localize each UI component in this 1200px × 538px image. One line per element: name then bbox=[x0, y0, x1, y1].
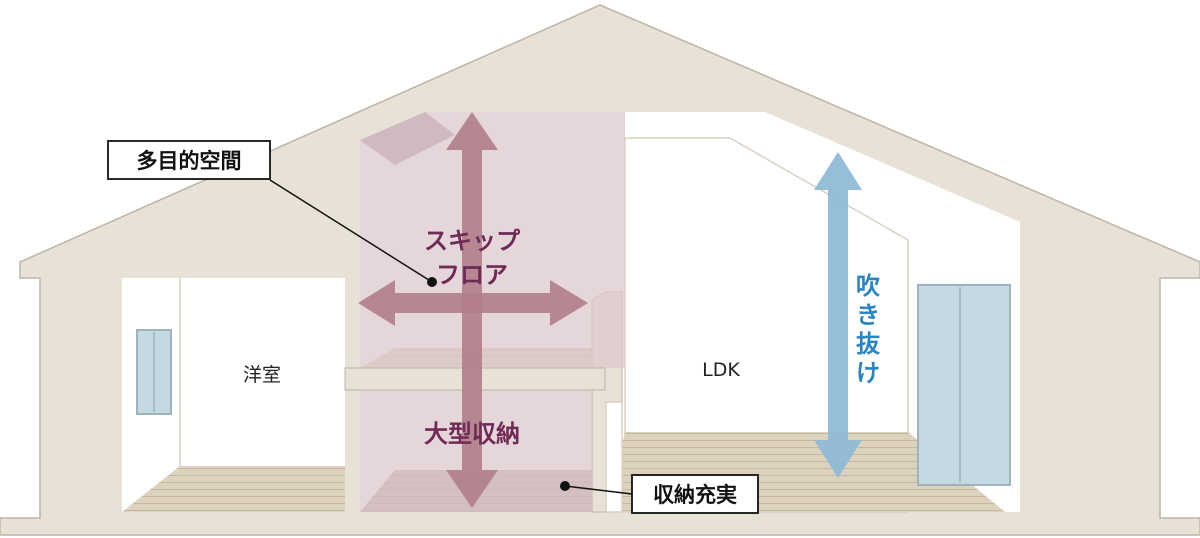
void-label-char-2: き bbox=[856, 301, 880, 329]
void-vertical-arrow bbox=[814, 152, 862, 478]
multipurpose-leader-line bbox=[269, 179, 433, 283]
multipurpose-callout-text: 多目的空間 bbox=[137, 149, 242, 173]
skip-floor-label-line1: スキップ bbox=[424, 227, 521, 255]
void-label-char-4: け bbox=[856, 359, 880, 387]
storage-callout-box bbox=[631, 474, 759, 514]
storage-callout-text: 収納充実 bbox=[653, 483, 737, 507]
storage-leader-dot bbox=[560, 481, 570, 491]
ldk-window bbox=[917, 284, 1011, 486]
skip-horizontal-arrow bbox=[358, 280, 588, 326]
multipurpose-leader-dot bbox=[427, 277, 437, 287]
void-label-char-3: 抜 bbox=[856, 330, 881, 358]
multipurpose-callout-box bbox=[107, 140, 271, 180]
bedroom-label: 洋室 bbox=[243, 364, 281, 386]
ldk-label: LDK bbox=[702, 359, 740, 381]
skip-floor-label-line2: フロア bbox=[436, 261, 508, 289]
void-label-char-1: 吹 bbox=[856, 272, 880, 300]
large-storage-label: 大型収納 bbox=[424, 420, 520, 448]
bedroom-floor bbox=[122, 466, 345, 512]
storage-leader-line bbox=[564, 485, 633, 495]
ldk-door-frame bbox=[605, 401, 623, 513]
bedroom-interior bbox=[122, 278, 345, 512]
